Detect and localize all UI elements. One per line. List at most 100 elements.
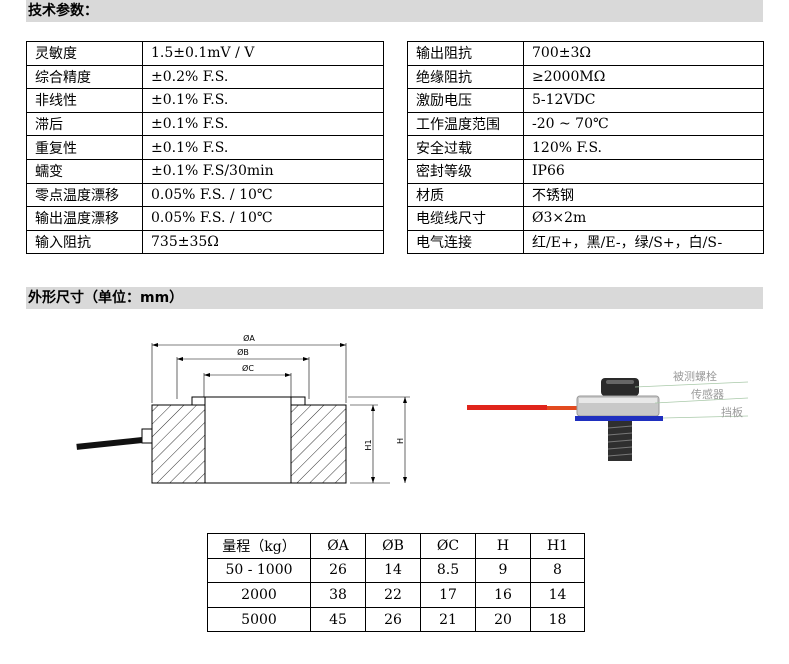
label-b: ØB [237, 347, 249, 357]
spec-label: 综合精度 [26, 64, 143, 90]
table-cell: 14 [530, 582, 585, 608]
table-cell: 5000 [207, 606, 311, 633]
cross-section-drawing: ØA ØB ØC H1 [76, 333, 410, 484]
dimensions-heading: 外形尺寸（单位：mm） [26, 287, 763, 309]
table-row: 非线性±0.1% F.S. [26, 88, 384, 113]
table-cell: 2000 [207, 582, 311, 608]
table-cell: 8 [530, 557, 585, 584]
table-cell: 22 [365, 582, 421, 608]
spec-value: -20 ~ 70℃ [523, 111, 764, 137]
sensor-body-section [151, 396, 347, 484]
table-cell: 26 [365, 606, 421, 633]
table-row: 50 - 1000 26 14 8.5 9 8 [207, 557, 585, 584]
dimension-c: ØC [203, 363, 292, 397]
label-bolt: 被测螺栓 [673, 369, 717, 383]
bolt-shank-icon [607, 421, 633, 461]
spec-value: ±0.1% F.S. [142, 111, 384, 137]
table-cell: 17 [420, 582, 476, 608]
bolt-head-icon [601, 378, 639, 396]
table-row: 工作温度范围-20 ~ 70℃ [407, 111, 764, 137]
spec-value: 不锈钢 [523, 182, 764, 208]
table-row: 重复性±0.1% F.S. [26, 135, 384, 160]
label-h1: H1 [364, 439, 373, 450]
column-header: H1 [530, 533, 585, 559]
spec-label: 蠕变 [26, 158, 143, 184]
tech-params-heading: 技术参数： [26, 0, 763, 22]
column-header: H [475, 533, 531, 559]
table-row: 综合精度±0.2% F.S. [26, 64, 384, 90]
spec-value: ±0.2% F.S. [142, 64, 384, 90]
spec-label: 电缆线尺寸 [407, 206, 524, 231]
spec-label: 电气连接 [407, 229, 524, 255]
spec-value: 0.05% F.S. / 10℃ [142, 182, 384, 208]
spec-label: 密封等级 [407, 158, 524, 184]
spec-value: ±0.1% F.S. [142, 135, 384, 160]
spec-value: 120% F.S. [523, 135, 764, 160]
table-row: 材质不锈钢 [407, 182, 764, 208]
column-header: 量程（kg） [207, 533, 311, 559]
spec-label: 非线性 [26, 88, 143, 113]
spec-value: ≥2000MΩ [523, 64, 764, 90]
spec-label: 灵敏度 [26, 41, 143, 66]
table-row: 蠕变±0.1% F.S/30min [26, 158, 384, 184]
table-cell: 21 [420, 606, 476, 633]
dimension-table: 量程（kg） ØA ØB ØC H H1 50 - 1000 26 14 8.5… [207, 533, 585, 633]
cable-stub [76, 428, 153, 450]
spec-label: 滞后 [26, 111, 143, 137]
spec-label: 重复性 [26, 135, 143, 160]
cable-red [467, 405, 581, 410]
label-c: ØC [242, 363, 254, 373]
spec-label: 激励电压 [407, 88, 524, 113]
spec-value: 735±35Ω [142, 229, 384, 255]
dimension-h1: H1 [350, 404, 390, 484]
table-cell: 45 [310, 606, 366, 633]
table-cell: 18 [530, 606, 585, 633]
column-header: ØB [365, 533, 421, 559]
sensor-ring [576, 395, 660, 417]
table-row: 电气连接红/E+，黑/E-，绿/S+，白/S- [407, 229, 764, 255]
plate-blue [575, 416, 663, 421]
label-a: ØA [243, 333, 255, 343]
table-cell: 14 [365, 557, 421, 584]
table-header-row: 量程（kg） ØA ØB ØC H H1 [207, 533, 585, 559]
spec-value: ±0.1% F.S/30min [142, 158, 384, 184]
column-header: ØC [420, 533, 476, 559]
table-cell: 9 [475, 557, 531, 584]
spec-value: 1.5±0.1mV / V [142, 41, 384, 66]
dimension-h: H [348, 396, 410, 483]
column-header: ØA [310, 533, 366, 559]
table-cell: 26 [310, 557, 366, 584]
table-cell: 50 - 1000 [207, 557, 311, 584]
spec-value: Ø3×2m [523, 206, 764, 231]
spec-label: 零点温度漂移 [26, 182, 143, 208]
spec-label: 工作温度范围 [407, 111, 524, 137]
spec-value: 700±3Ω [523, 41, 764, 66]
table-row: 滞后±0.1% F.S. [26, 111, 384, 137]
table-row: 2000 38 22 17 16 14 [207, 582, 585, 608]
table-cell: 38 [310, 582, 366, 608]
spec-label: 输出温度漂移 [26, 206, 143, 231]
spec-value: ±0.1% F.S. [142, 88, 384, 113]
spec-label: 材质 [407, 182, 524, 208]
label-h: H [396, 438, 405, 444]
spec-value: 0.05% F.S. / 10℃ [142, 206, 384, 231]
label-plate: 挡板 [721, 405, 743, 419]
installation-illustration: 被测螺栓 传感器 挡板 [467, 369, 749, 461]
spec-label: 输出阻抗 [407, 41, 524, 66]
table-cell: 20 [475, 606, 531, 633]
table-cell: 8.5 [420, 557, 476, 584]
spec-value: IP66 [523, 158, 764, 184]
table-row: 绝缘阻抗≥2000MΩ [407, 64, 764, 90]
dimension-a: ØA [151, 333, 347, 403]
